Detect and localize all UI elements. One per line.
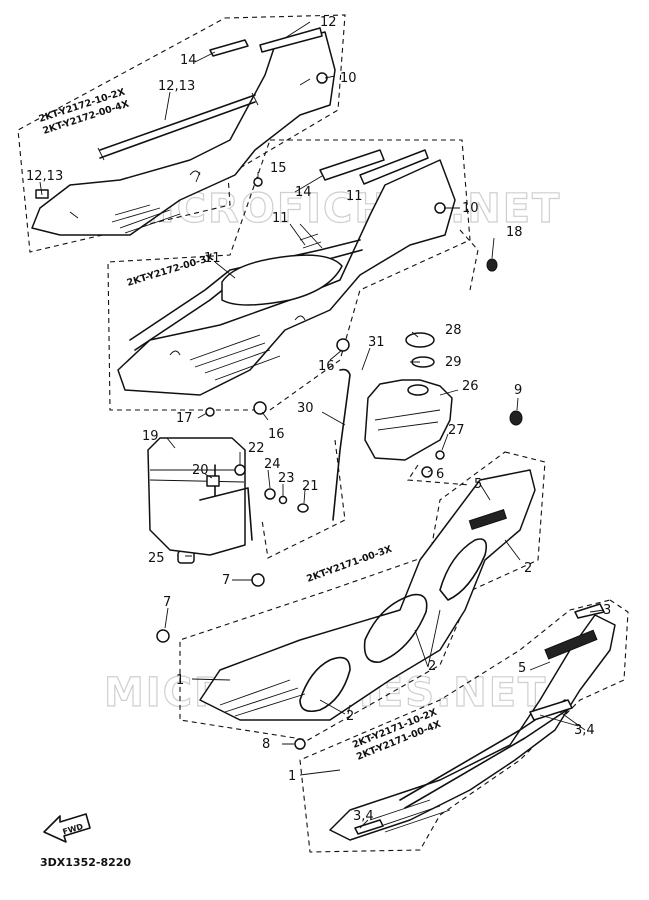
grommet-7a (251, 573, 265, 587)
callout-labels: 12 14 10 12,13 12,13 15 14 11 10 18 11 1… (26, 15, 611, 824)
screw-17 (205, 407, 215, 417)
callout-14b: 14 (295, 185, 312, 200)
callout-7a: 7 (222, 573, 230, 588)
emblem-5b (544, 629, 598, 660)
bolt-21 (297, 503, 309, 513)
screw-15 (253, 177, 263, 187)
callout-12-13a: 12,13 (158, 79, 195, 94)
stripe-3 (574, 603, 605, 619)
battery-box-19 (147, 437, 246, 556)
callout-9: 9 (514, 383, 522, 398)
grommet-7b (156, 629, 170, 643)
callout-2b: 2 (346, 709, 354, 724)
callout-22: 22 (248, 441, 265, 456)
callout-11c: 11 (204, 251, 221, 266)
callout-16a: 16 (318, 359, 335, 374)
lower-side-cover-group (179, 451, 546, 741)
callout-27: 27 (448, 423, 465, 438)
nut-18 (486, 258, 498, 272)
callout-23: 23 (278, 471, 295, 486)
callout-31: 31 (368, 335, 385, 350)
callout-1a: 1 (176, 673, 184, 688)
oil-tank-assembly (332, 332, 453, 521)
battery-box-assembly (147, 437, 309, 556)
reference-code: 3DX1352-8220 (40, 856, 131, 869)
part-code-3: 2KT-Y2172-00-3X (126, 252, 216, 289)
callout-15: 15 (270, 161, 287, 176)
cap-28 (405, 332, 435, 348)
callout-24: 24 (264, 457, 281, 472)
callout-12a: 12 (320, 15, 337, 30)
callout-11b: 11 (272, 211, 289, 226)
callout-1b: 1 (288, 769, 296, 784)
leader-lines (39, 21, 605, 829)
callout-29: 29 (445, 355, 462, 370)
collar-16b (253, 401, 267, 415)
collar-24 (264, 488, 276, 500)
callout-7b: 7 (163, 595, 171, 610)
callout-5b: 5 (518, 661, 526, 676)
callout-26: 26 (462, 379, 479, 394)
middle-side-cover-group (107, 139, 471, 411)
callout-25: 25 (148, 551, 165, 566)
part-code-4: 2KT-Y2171-00-3X (305, 543, 394, 584)
collar-8 (294, 738, 306, 750)
callout-20: 20 (192, 463, 209, 478)
callout-30: 30 (297, 401, 314, 416)
fwd-arrow-icon: FWD (43, 813, 91, 843)
screw-23 (278, 495, 288, 505)
callout-11a: 11 (346, 189, 363, 204)
callout-17: 17 (176, 411, 193, 426)
callout-19: 19 (142, 429, 159, 444)
callout-12-13b: 12,13 (26, 169, 63, 184)
callout-10a: 10 (340, 71, 357, 86)
callout-18: 18 (506, 225, 523, 240)
callout-2a: 2 (524, 561, 532, 576)
plug-9 (509, 410, 523, 426)
grommet-10b (434, 202, 446, 214)
callout-3: 3 (603, 603, 611, 618)
screw-6 (421, 466, 433, 478)
callout-6: 6 (436, 467, 444, 482)
callout-14a: 14 (180, 53, 197, 68)
callout-8: 8 (262, 737, 270, 752)
band-20 (206, 475, 220, 487)
callout-28: 28 (445, 323, 462, 338)
callout-5a: 5 (474, 477, 482, 492)
callout-3-4a: 3,4 (574, 723, 595, 738)
callout-10b: 10 (462, 201, 479, 216)
hose-30 (332, 368, 351, 521)
collar-16a (336, 338, 350, 352)
fasteners (156, 72, 523, 750)
callout-3-4b: 3,4 (353, 809, 374, 824)
callout-2c: 2 (428, 659, 436, 674)
stripe-34b (354, 819, 384, 835)
bolt-22 (234, 464, 246, 476)
emblem-5a (468, 509, 507, 530)
callout-21: 21 (302, 479, 319, 494)
oil-tank-26 (364, 379, 453, 461)
bolt-27 (435, 450, 445, 460)
callout-16b: 16 (268, 427, 285, 442)
